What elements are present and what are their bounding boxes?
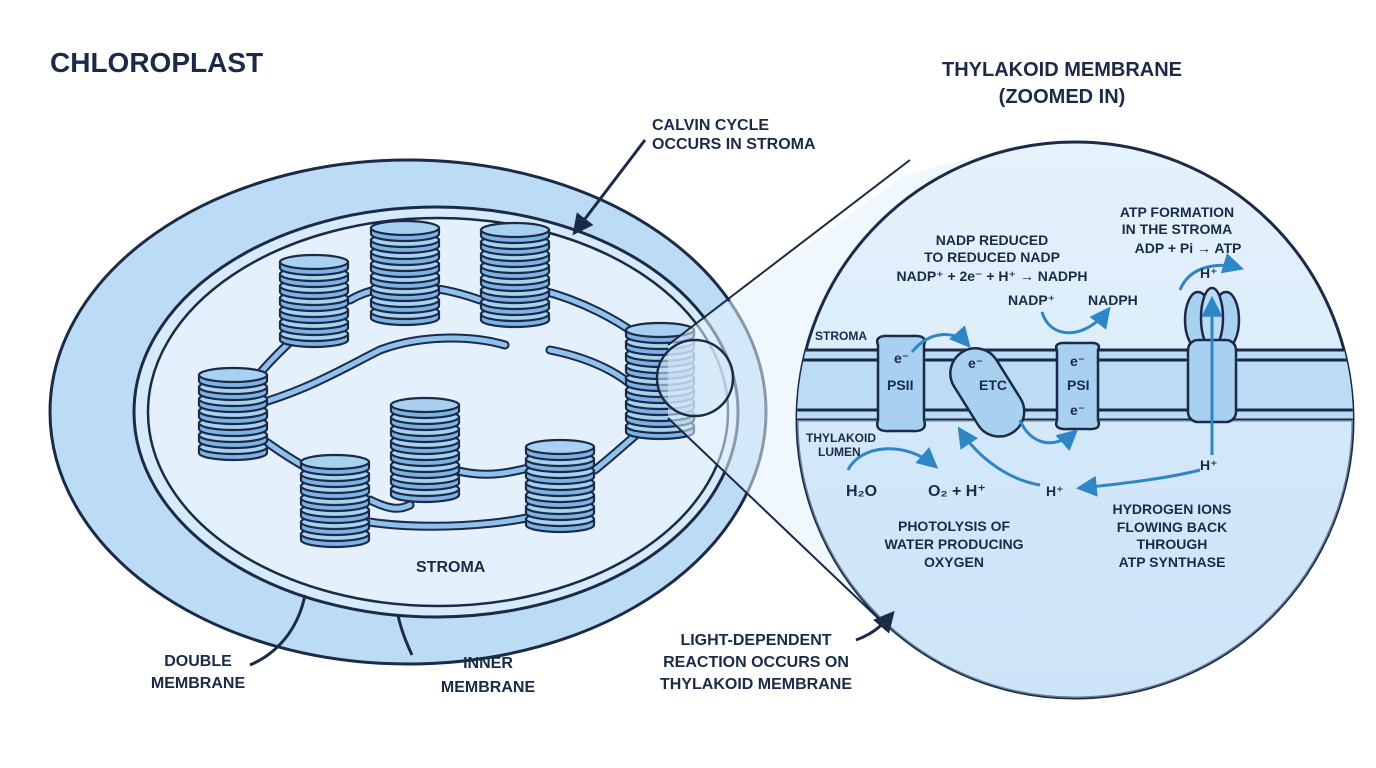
svg-text:(ZOOMED IN): (ZOOMED IN) xyxy=(999,86,1126,108)
svg-text:TO REDUCED NADP: TO REDUCED NADP xyxy=(924,249,1060,265)
stroma-label: STROMA xyxy=(416,559,486,576)
psi-complex: e⁻ PSI e⁻ xyxy=(1054,341,1101,431)
psii-electron: e⁻ xyxy=(894,350,909,366)
nadph-label: NADPH xyxy=(1088,292,1138,308)
synthase-h-plus-label: H⁺ xyxy=(1200,457,1218,473)
granum-stack xyxy=(369,219,441,327)
thylakoid-lumen-label: THYLAKOID LUMEN xyxy=(806,431,876,459)
double-membrane-pointer xyxy=(249,594,307,667)
zoom-title: THYLAKOID MEMBRANE (ZOOMED IN) xyxy=(942,59,1182,108)
electron-arrow-psii-etc xyxy=(910,325,971,353)
thylakoid-disc-top xyxy=(369,219,441,237)
nadp-plus-label: NADP⁺ xyxy=(1008,292,1055,308)
svg-text:CALVIN CYCLE: CALVIN CYCLE xyxy=(652,117,769,134)
thylakoid-disc-top xyxy=(299,453,371,471)
o2-h-label: O₂ + H⁺ xyxy=(928,483,986,500)
granum-stack xyxy=(278,253,350,349)
psi-electron-top: e⁻ xyxy=(1070,353,1085,369)
granum-stack xyxy=(299,453,371,549)
hydrogen-ions-label: HYDROGEN IONS FLOWING BACK THROUGH ATP S… xyxy=(1112,501,1231,570)
svg-text:MEMBRANE: MEMBRANE xyxy=(151,675,246,692)
svg-text:OXYGEN: OXYGEN xyxy=(924,554,984,570)
svg-text:WATER PRODUCING: WATER PRODUCING xyxy=(885,536,1024,552)
granum-stack xyxy=(197,366,269,462)
svg-text:DOUBLE: DOUBLE xyxy=(164,653,232,670)
proton-arrow-lumen xyxy=(957,426,1041,487)
svg-text:THYLAKOID MEMBRANE: THYLAKOID MEMBRANE xyxy=(660,676,852,693)
thylakoid-disc-top xyxy=(524,438,596,456)
psii-complex: e⁻ PSII xyxy=(876,334,926,433)
svg-text:PHOTOLYSIS OF: PHOTOLYSIS OF xyxy=(898,518,1010,534)
svg-text:THYLAKOID MEMBRANE: THYLAKOID MEMBRANE xyxy=(942,59,1182,81)
svg-text:ATP FORMATION: ATP FORMATION xyxy=(1120,204,1234,220)
svg-text:FLOWING BACK: FLOWING BACK xyxy=(1117,519,1227,535)
svg-text:ATP SYNTHASE: ATP SYNTHASE xyxy=(1119,554,1226,570)
psi-label: PSI xyxy=(1067,377,1090,393)
svg-text:REACTION OCCURS ON: REACTION OCCURS ON xyxy=(663,654,849,671)
atp-synthase xyxy=(1183,286,1241,455)
psi-electron-bottom: e⁻ xyxy=(1070,402,1085,418)
inner-membrane-pointer xyxy=(396,614,414,656)
inner-membrane-label: INNER MEMBRANE xyxy=(441,655,536,696)
zoom-circle xyxy=(795,140,1355,700)
svg-text:NADP⁺ + 2e⁻ + H⁺ → NADPH: NADP⁺ + 2e⁻ + H⁺ → NADPH xyxy=(897,268,1088,284)
svg-text:LIGHT-DEPENDENT: LIGHT-DEPENDENT xyxy=(680,632,831,649)
svg-text:IN THE STROMA: IN THE STROMA xyxy=(1122,221,1232,237)
light-dependent-arrow xyxy=(855,610,895,642)
nadp-reduction-label: NADP REDUCED TO REDUCED NADP NADP⁺ + 2e⁻… xyxy=(897,232,1088,284)
granum-stack xyxy=(524,438,596,534)
photolysis-label: PHOTOLYSIS OF WATER PRODUCING OXYGEN xyxy=(885,518,1024,570)
light-dependent-label: LIGHT-DEPENDENT REACTION OCCURS ON THYLA… xyxy=(660,632,852,693)
svg-text:LUMEN: LUMEN xyxy=(818,445,861,459)
zoom-stroma-label: STROMA xyxy=(815,329,867,343)
calvin-cycle-label: CALVIN CYCLE OCCURS IN STROMA xyxy=(652,117,816,153)
etc-electron: e⁻ xyxy=(968,355,983,371)
svg-text:THROUGH: THROUGH xyxy=(1137,536,1208,552)
photolysis-arrow xyxy=(846,447,939,471)
double-membrane-label: DOUBLE MEMBRANE xyxy=(151,653,246,692)
svg-text:ADP + Pi → ATP: ADP + Pi → ATP xyxy=(1135,240,1242,256)
zoom-source-circle xyxy=(655,338,735,418)
etc-complex: e⁻ ETC xyxy=(949,347,1026,438)
proton-return-arrow xyxy=(1075,468,1201,497)
thylakoid-disc-top xyxy=(389,396,461,414)
svg-text:MEMBRANE: MEMBRANE xyxy=(441,679,536,696)
granum-stack xyxy=(479,221,551,329)
calvin-arrow xyxy=(572,139,647,236)
nadp-arrow xyxy=(1040,306,1111,335)
atp-formation-arrow xyxy=(1178,253,1245,291)
svg-text:OCCURS IN STROMA: OCCURS IN STROMA xyxy=(652,136,816,153)
h2o-label: H₂O xyxy=(846,483,877,500)
svg-text:INNER: INNER xyxy=(463,655,513,672)
thylakoid-disc-top xyxy=(479,221,551,239)
atp-h-plus-label: H⁺ xyxy=(1200,265,1218,281)
svg-text:THYLAKOID: THYLAKOID xyxy=(806,431,876,445)
thylakoid-disc-top xyxy=(197,366,269,384)
psii-label: PSII xyxy=(887,377,913,393)
lumen-h-plus-label: H⁺ xyxy=(1046,483,1064,499)
diagram-title: CHLOROPLAST xyxy=(50,47,263,78)
atp-formation-label: ATP FORMATION IN THE STROMA ADP + Pi → A… xyxy=(1120,204,1242,256)
etc-label: ETC xyxy=(979,377,1007,393)
electron-arrow-etc-psi xyxy=(1018,419,1079,452)
svg-text:HYDROGEN IONS: HYDROGEN IONS xyxy=(1112,501,1231,517)
granum-stack xyxy=(389,396,461,504)
grana-stacks xyxy=(197,219,696,549)
svg-text:NADP REDUCED: NADP REDUCED xyxy=(936,232,1049,248)
thylakoid-disc-top xyxy=(278,253,350,271)
